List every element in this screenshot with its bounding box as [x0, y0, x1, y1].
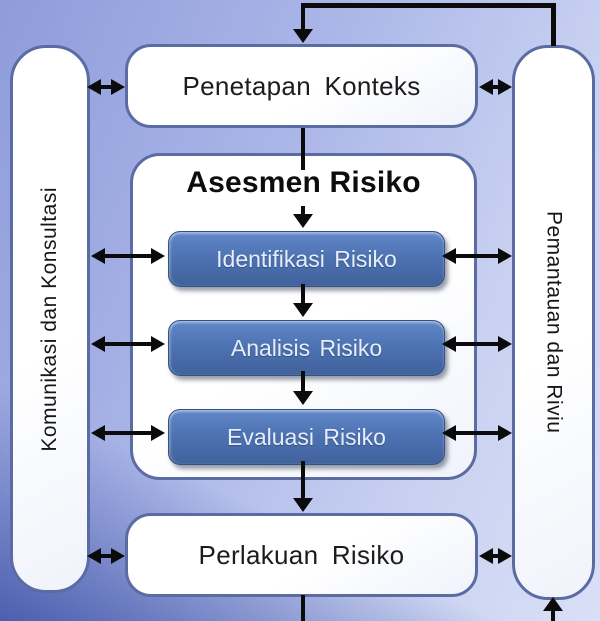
establish-context-box: Penetapan Konteks: [125, 44, 478, 128]
arrow-down-to-evaluation-icon: [293, 371, 313, 405]
risk-evaluation-label: Evaluasi Risiko: [227, 423, 386, 450]
double-arrow-treatment-left-icon: [87, 547, 125, 565]
arrow-down-to-identification-icon: [293, 206, 313, 228]
risk-evaluation-step: Evaluasi Risiko: [168, 409, 445, 465]
risk-analysis-label: Analisis Risiko: [230, 334, 383, 361]
risk-identification-step: Identifikasi Risiko: [168, 231, 445, 287]
risk-identification-label: Identifikasi Risiko: [216, 245, 397, 272]
top-right-feedback-line: [551, 3, 556, 46]
arrow-down-into-context-icon: [293, 6, 313, 43]
double-arrow-analysis-left-icon: [91, 335, 165, 353]
double-arrow-context-right-icon: [479, 78, 512, 96]
double-arrow-context-left-icon: [87, 78, 125, 96]
treatment-output-line: [301, 595, 305, 621]
risk-treatment-label: Perlakuan Risiko: [198, 539, 405, 570]
risk-analysis-step: Analisis Risiko: [168, 320, 445, 376]
double-arrow-treatment-right-icon: [479, 547, 512, 565]
monitoring-review-box: Pemantauan dan Riviu: [512, 45, 595, 600]
double-arrow-evaluation-right-icon: [442, 424, 512, 442]
double-arrow-identification-left-icon: [91, 247, 165, 265]
double-arrow-analysis-right-icon: [442, 335, 512, 353]
top-feedback-line: [301, 3, 556, 8]
double-arrow-identification-right-icon: [442, 247, 512, 265]
risk-assessment-title: Asesmen Risiko: [186, 166, 421, 199]
double-arrow-evaluation-left-icon: [91, 424, 165, 442]
communication-consultation-box: Komunikasi dan Konsultasi: [10, 45, 90, 593]
communication-consultation-label: Komunikasi dan Konsultasi: [38, 186, 61, 452]
arrow-down-to-analysis-icon: [293, 284, 313, 317]
monitoring-review-label: Pemantauan dan Riviu: [542, 211, 566, 434]
risk-treatment-box: Perlakuan Risiko: [125, 513, 478, 597]
establish-context-label: Penetapan Konteks: [182, 70, 421, 101]
arrow-down-to-treatment-icon: [293, 461, 313, 512]
arrow-up-into-monitoring-icon: [543, 597, 563, 621]
context-to-assessment-line: [301, 128, 305, 170]
